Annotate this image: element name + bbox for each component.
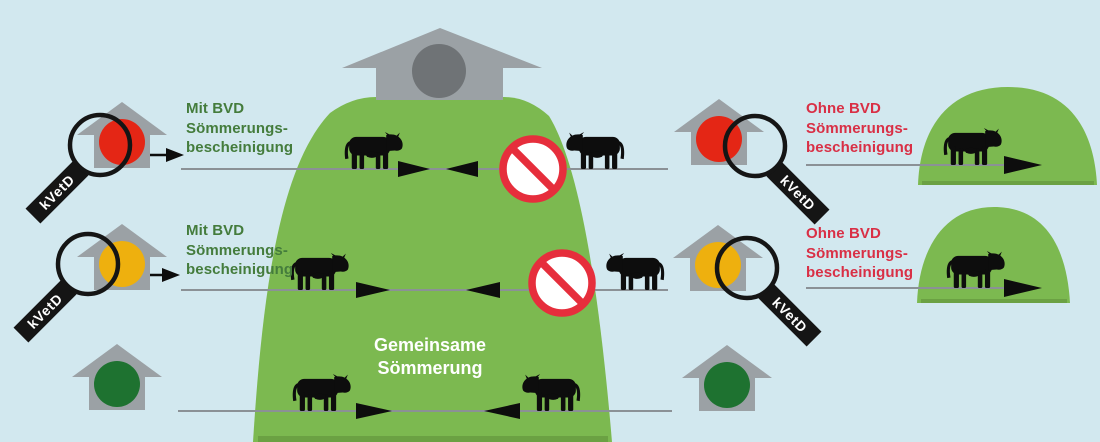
farm-houses	[72, 99, 772, 411]
label-line: Sömmerungs-	[186, 241, 288, 259]
magnifier-lens	[55, 231, 121, 297]
label-line: bescheinigung	[806, 264, 914, 281]
house-icon-left-top	[77, 102, 167, 168]
arrow-right-icon	[166, 148, 184, 162]
house-icon-right-bottom	[682, 345, 772, 411]
label-with-bvd-top: Mit BVD Sömmerungs- bescheinigung	[186, 99, 293, 158]
magnifier-icon-right-top: kVetD	[722, 113, 830, 225]
arrow-right-icon	[356, 403, 392, 419]
bvd-status-dot-green	[704, 362, 750, 408]
label-line: bescheinigung	[806, 139, 914, 156]
bvd-status-dot-red	[99, 119, 145, 165]
arrow-right-icon	[398, 161, 430, 177]
arrow-right-icon	[162, 268, 180, 282]
label-line: bescheinigung	[186, 261, 294, 278]
alp-label-line: Gemeinsame	[373, 335, 487, 355]
label-line: Sömmerungs-	[806, 119, 908, 137]
arrow-right-icon	[356, 282, 390, 298]
arrow-left-icon	[446, 161, 478, 177]
no-entry-icon	[499, 135, 567, 203]
hill-bottom-edge	[921, 299, 1067, 303]
label-line: bescheinigung	[186, 139, 294, 156]
movement-arrows	[356, 156, 1042, 419]
alp-label-line: Sömmerung	[377, 358, 483, 378]
house-icon-left-bottom	[72, 344, 162, 410]
house-icon-left-middle	[77, 224, 167, 290]
no-entry-bar	[509, 145, 557, 193]
hill-bottom-edge	[258, 436, 608, 442]
no-entry-icon	[528, 249, 596, 317]
arrow-left-icon	[466, 282, 500, 298]
magnifier-lens	[722, 113, 788, 179]
arrow-left-icon	[484, 403, 520, 419]
magnifier-lens	[67, 112, 133, 178]
barn-circle	[412, 44, 466, 98]
alp-label: Gemeinsame Sömmerung	[330, 334, 530, 380]
handle-bar	[766, 161, 830, 225]
label-line: Ohne BVD	[806, 100, 881, 117]
bvd-status-dot-yellow	[99, 241, 145, 287]
label-line: Sömmerungs-	[806, 244, 908, 262]
label-line: Mit BVD	[186, 100, 245, 117]
label-without-bvd-top: Ohne BVD Sömmerungs- bescheinigung	[806, 99, 913, 158]
arrow-right-icon	[1004, 279, 1042, 297]
handle-bar	[758, 283, 822, 347]
label-line: Sömmerungs-	[186, 119, 288, 137]
handle-bar	[25, 160, 89, 224]
magnifier-lens	[714, 235, 780, 301]
barn-icon	[342, 28, 542, 100]
hill-bottom-edge	[922, 181, 1094, 185]
label-without-bvd-middle: Ohne BVD Sömmerungs- bescheinigung	[806, 224, 913, 283]
label-with-bvd-middle: Mit BVD Sömmerungs- bescheinigung	[186, 221, 293, 280]
label-line: Ohne BVD	[806, 225, 881, 242]
no-entry-bar	[538, 259, 586, 307]
arrow-right-icon	[1004, 156, 1042, 174]
bvd-status-dot-green	[94, 361, 140, 407]
handle-bar	[13, 279, 77, 343]
label-line: Mit BVD	[186, 222, 245, 239]
